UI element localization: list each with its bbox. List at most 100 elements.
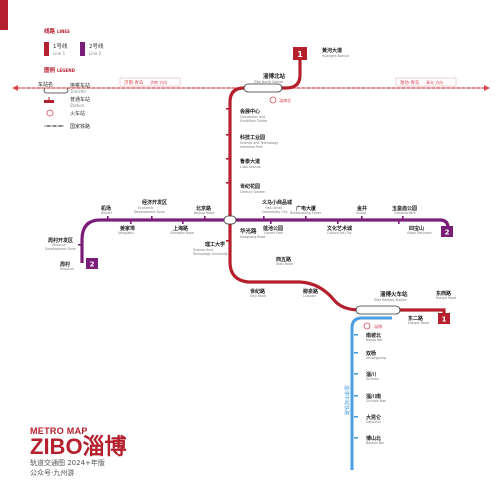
svg-text:Line 1: Line 1: [53, 51, 66, 56]
svg-text:Nanpo Bei: Nanpo Bei: [366, 338, 382, 342]
svg-text:科技工业园: 科技工业园: [239, 134, 265, 141]
svg-text:Huanghe Avenue: Huanghe Avenue: [322, 54, 349, 58]
svg-text:淄博: 淄博: [374, 323, 382, 329]
svg-text:线路 LINES: 线路 LINES: [44, 27, 70, 35]
svg-text:玉皇庙公园: 玉皇庙公园: [392, 205, 417, 212]
svg-text:图例 LEGEND: 图例 LEGEND: [44, 66, 76, 74]
svg-text:Commodity City: Commodity City: [262, 210, 288, 214]
svg-text:2: 2: [445, 229, 450, 237]
svg-text:普通车站: 普通车站: [70, 96, 90, 103]
svg-text:Century Garden: Century Garden: [240, 190, 265, 194]
transfer-zibo-station: [355, 305, 401, 315]
svg-text:Xiwu Road: Xiwu Road: [276, 262, 293, 266]
corner-tab: [0, 0, 8, 30]
svg-text:Technology University: Technology University: [192, 252, 228, 256]
svg-text:四宝山: 四宝山: [409, 225, 424, 232]
railway-station-icon: [46, 109, 54, 117]
svg-text:会展中心: 会展中心: [239, 108, 260, 115]
svg-text:Zibo North Station: Zibo North Station: [254, 80, 283, 84]
svg-text:义马小商品城: 义马小商品城: [261, 199, 292, 206]
svg-text:东二路: 东二路: [408, 315, 424, 322]
line1-station-ticks: [226, 108, 230, 242]
svg-text:Lianchi Park: Lianchi Park: [264, 231, 283, 235]
svg-text:姜家埠: 姜家埠: [120, 225, 135, 232]
svg-text:济南 方向: 济南 方向: [150, 79, 167, 85]
svg-text:火车站: 火车站: [70, 110, 85, 117]
svg-text:潍坊·青岛: 潍坊·青岛: [400, 79, 420, 86]
svg-text:广电大厦: 广电大厦: [296, 205, 317, 212]
svg-text:2: 2: [90, 261, 95, 269]
svg-text:Donger Road: Donger Road: [408, 321, 429, 325]
svg-text:淄博北站: 淄博北站: [263, 72, 286, 80]
subtitle: 轨道交通图 2024+年版: [30, 459, 105, 467]
line3-path: [350, 316, 392, 470]
line1-path: [228, 60, 446, 318]
svg-text:Zhoucun: Zhoucun: [52, 243, 66, 247]
svg-text:Station: Station: [70, 103, 85, 108]
svg-text:莲池公园: 莲池公园: [263, 225, 283, 232]
svg-text:黄河大道: 黄河大道: [322, 47, 342, 54]
svg-text:南坡北: 南坡北: [366, 332, 381, 339]
svg-text:Culture Art City: Culture Art City: [327, 231, 352, 235]
line-badge-l1-bottom: 1: [438, 313, 450, 324]
svg-text:Shanghai Road: Shanghai Road: [170, 231, 194, 235]
svg-text:Science And: Science And: [193, 248, 213, 252]
transfer-huaguang: [223, 215, 237, 225]
svg-text:Lutai Avenue: Lutai Avenue: [240, 165, 261, 169]
station-labels: 黄河大道 Huanghe Avenue 淄博北站 Zibo North Stat…: [45, 47, 456, 445]
svg-text:Development Zone: Development Zone: [45, 247, 76, 251]
svg-text:机场: 机场: [100, 205, 111, 212]
svg-text:西五路: 西五路: [276, 256, 292, 263]
svg-text:Zichuan Nan: Zichuan Nan: [366, 399, 386, 403]
legend: 线路 LINES 1号线 Line 1 2号线 Line 2 图例 LEGEND…: [38, 27, 104, 130]
svg-text:周村: 周村: [60, 261, 70, 268]
line2-swatch: [80, 42, 85, 56]
svg-text:Shuangyang: Shuangyang: [366, 356, 386, 360]
svg-text:大昆仑: 大昆仑: [366, 414, 382, 421]
svg-text:Yiwu Small: Yiwu Small: [265, 206, 282, 210]
svg-text:Development Zone: Development Zone: [134, 210, 165, 214]
transfer-zibo-north: [243, 83, 283, 93]
svg-text:双杨: 双杨: [366, 350, 376, 357]
svg-text:Jinjing: Jinjing: [355, 211, 366, 215]
svg-text:换乘车站: 换乘车站: [70, 82, 90, 89]
svg-text:世纪路: 世纪路: [250, 288, 266, 295]
svg-text:博山北: 博山北: [366, 435, 381, 442]
svg-text:Industrial Park: Industrial Park: [240, 145, 263, 149]
svg-text:经济开发区: 经济开发区: [142, 199, 167, 206]
svg-text:上海路: 上海路: [173, 225, 189, 232]
line3-station-ticks: [354, 334, 358, 439]
svg-text:Sibao Mountain: Sibao Mountain: [407, 231, 432, 235]
watermark: 头条 @小小轨道交通: [391, 458, 495, 471]
svg-text:国家铁路: 国家铁路: [70, 123, 90, 130]
line1-swatch: [44, 42, 49, 56]
svg-text:淄博火车站: 淄博火车站: [380, 290, 408, 298]
svg-text:周村开发区: 周村开发区: [48, 237, 73, 244]
svg-text:Economic: Economic: [138, 206, 154, 210]
svg-text:Boshan Bei: Boshan Bei: [366, 441, 384, 445]
svg-text:济南·青岛: 济南·青岛: [124, 79, 144, 86]
svg-text:Broadcasting Tower: Broadcasting Tower: [290, 211, 322, 215]
svg-text:Exhibition Center: Exhibition Center: [240, 119, 268, 123]
svg-text:Line 2: Line 2: [89, 51, 102, 56]
svg-text:Dakunlun: Dakunlun: [366, 420, 381, 424]
svg-text:Transfer: Transfer: [69, 89, 86, 94]
svg-text:1号线: 1号线: [53, 42, 68, 50]
svg-text:文化艺术城: 文化艺术城: [327, 225, 352, 232]
svg-text:Zibo Railway Station: Zibo Railway Station: [374, 298, 407, 302]
svg-text:世纪花园: 世纪花园: [240, 183, 260, 190]
svg-text:Liuquan: Liuquan: [303, 294, 316, 298]
svg-text:淄川南: 淄川南: [366, 393, 381, 400]
svg-text:东西路: 东西路: [436, 290, 452, 297]
svg-text:Dongxi Road: Dongxi Road: [436, 296, 456, 300]
metro-map-label: METRO MAP: [30, 426, 88, 436]
city-title: ZIBO淄博: [30, 434, 127, 459]
svg-text:2号线: 2号线: [89, 42, 104, 50]
line-badge-l1-top: 1: [293, 47, 307, 60]
svg-text:金井: 金井: [356, 205, 367, 212]
svg-text:Beijing Road: Beijing Road: [194, 211, 214, 215]
svg-text:Science and Technology: Science and Technology: [240, 141, 278, 145]
svg-text:Zichuan: Zichuan: [366, 377, 379, 381]
svg-text:Airport: Airport: [101, 211, 113, 215]
